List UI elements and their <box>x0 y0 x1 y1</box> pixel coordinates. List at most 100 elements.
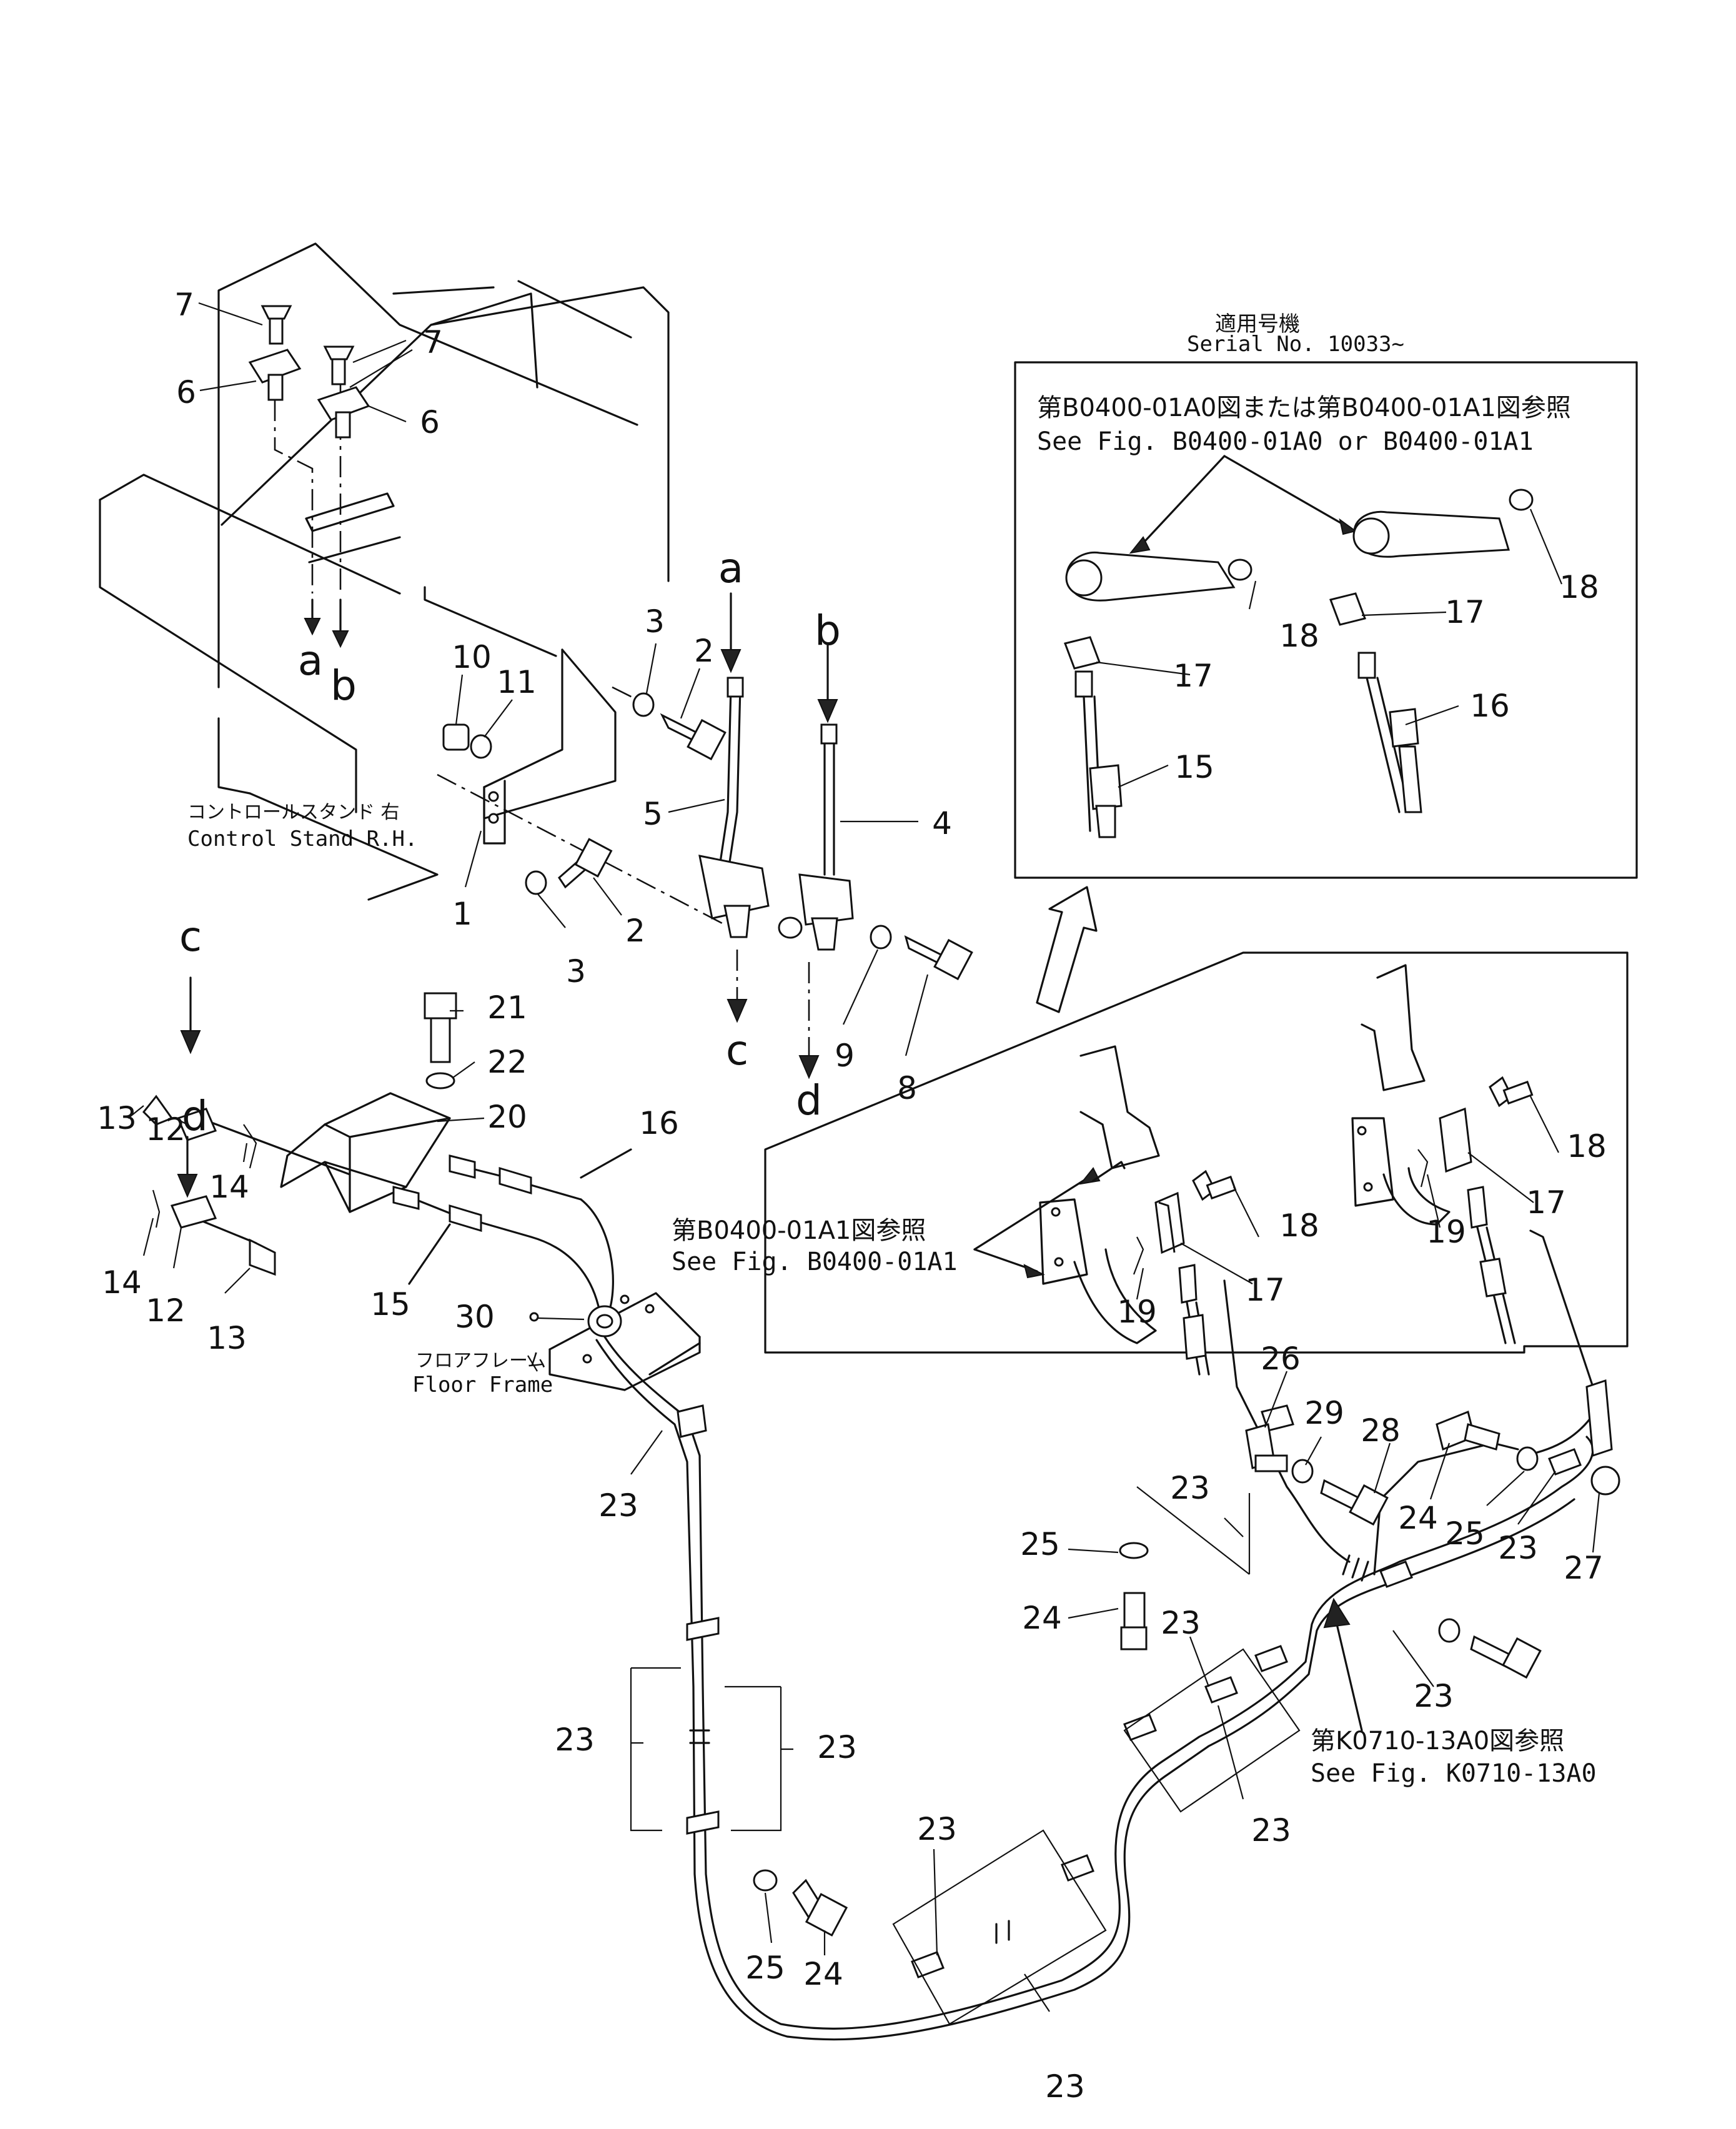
inset-cable-head-left <box>1064 551 1252 838</box>
callout-3: 3 <box>645 603 665 640</box>
ref-top-jp: 第B0400-01A0図または第B0400-01A1図参照 <box>1037 394 1571 422</box>
callout-28: 28 <box>1361 1412 1401 1449</box>
bolt-2-lower <box>558 838 613 889</box>
mid-cable-right <box>1467 1186 1516 1344</box>
letter-c-pedal: c <box>179 913 202 961</box>
callout-23: 23 <box>1414 1678 1454 1714</box>
letter-b-stand: b <box>330 662 357 710</box>
callout-15: 15 <box>1174 749 1214 785</box>
callout-23: 23 <box>1045 2068 1085 2105</box>
callout-29: 29 <box>1304 1395 1344 1431</box>
callout-8: 8 <box>897 1070 917 1106</box>
letter-a-stand: a <box>297 637 324 685</box>
callout-12: 12 <box>146 1111 186 1148</box>
bolt-lower-right <box>1438 1618 1542 1679</box>
letter-d-pedal: d <box>182 1092 208 1140</box>
callout-19: 19 <box>1426 1214 1466 1250</box>
serial-label-jp: 適用号機 <box>1215 312 1300 337</box>
mid-bolt-18-right <box>1489 1076 1534 1108</box>
callout-19: 19 <box>1117 1294 1157 1330</box>
ref-mid-jp: 第B0400-01A1図参照 <box>672 1216 926 1245</box>
callout-23: 23 <box>555 1722 595 1758</box>
floor-frame-en: Floor Frame <box>412 1372 553 1397</box>
mid-cable-left <box>1178 1264 1210 1376</box>
mid-block-17-right <box>1439 1107 1472 1173</box>
callout-6: 6 <box>420 404 440 440</box>
control-stand-jp: コントロールスタンド 右 <box>187 801 400 823</box>
cable-16 <box>449 1148 632 1313</box>
screw-7-right <box>323 345 355 385</box>
callout-7: 7 <box>174 287 194 323</box>
callout-13: 13 <box>207 1320 247 1356</box>
callout-23: 23 <box>1498 1530 1538 1566</box>
callout-23: 23 <box>917 1811 957 1847</box>
callout-23: 23 <box>817 1729 857 1765</box>
lever-4 <box>798 723 854 951</box>
inset-cable-head-right <box>1329 489 1534 813</box>
cable-15 <box>392 1186 601 1313</box>
callout-21: 21 <box>487 990 527 1026</box>
callout-7: 7 <box>423 324 443 360</box>
mid-block-17-left <box>1154 1191 1185 1254</box>
letter-c-lever: c <box>725 1026 749 1074</box>
letter-a-lever: a <box>718 544 744 592</box>
callout-16: 16 <box>639 1105 679 1141</box>
callout-1: 1 <box>452 896 472 932</box>
inset-box-serial <box>1014 361 1638 879</box>
bolt-8 <box>904 935 973 981</box>
callout-24: 24 <box>803 1956 843 1992</box>
callout-18: 18 <box>1559 569 1599 605</box>
callout-23: 23 <box>1251 1812 1291 1849</box>
bolt-21 <box>424 992 457 1063</box>
mid-bolt-18-left <box>1192 1169 1237 1201</box>
callout-17: 17 <box>1526 1184 1566 1221</box>
callout-4: 4 <box>932 805 952 841</box>
callout-20: 20 <box>487 1099 527 1135</box>
control-stand-en: Control Stand R.H. <box>187 826 418 851</box>
callout-25: 25 <box>1020 1526 1060 1562</box>
cable-route <box>595 1229 1600 2041</box>
knob-6-right <box>317 386 370 439</box>
callout-14: 14 <box>102 1264 142 1301</box>
mid-bracket-right <box>1351 964 1451 1226</box>
callout-18: 18 <box>1279 618 1319 654</box>
serial-label-en: Serial No. 10033~ <box>1187 332 1404 357</box>
ref-mid-en: See Fig. B0400-01A1 <box>672 1248 958 1276</box>
callout-13: 13 <box>97 1100 137 1136</box>
callout-16: 16 <box>1470 688 1510 724</box>
callout-2: 2 <box>694 633 714 669</box>
callout-18: 18 <box>1567 1128 1607 1164</box>
callout-24: 24 <box>1398 1500 1438 1536</box>
clip-27 <box>1585 1379 1620 1496</box>
callout-6: 6 <box>176 374 196 410</box>
floor-frame <box>529 1292 701 1391</box>
big-up-arrow <box>1036 886 1098 1013</box>
callout-15: 15 <box>370 1286 410 1323</box>
inset-box-middle <box>764 951 1629 1354</box>
callout-17: 17 <box>1445 594 1485 630</box>
callout-9: 9 <box>835 1038 855 1074</box>
mid-bracket-left <box>1039 1045 1160 1344</box>
callout-30: 30 <box>455 1299 495 1335</box>
control-stand-housing <box>99 242 670 901</box>
knob-6-left <box>248 349 302 401</box>
callout-14: 14 <box>209 1169 249 1205</box>
callout-26: 26 <box>1261 1341 1301 1377</box>
callout-12: 12 <box>146 1293 186 1329</box>
callout-22: 22 <box>487 1044 527 1080</box>
callout-25: 25 <box>1445 1516 1485 1552</box>
callout-25: 25 <box>745 1950 785 1986</box>
callout-17: 17 <box>1173 658 1213 694</box>
bolt-2-upper <box>660 713 727 761</box>
bracket-1 <box>483 648 617 845</box>
callout-23: 23 <box>1170 1470 1210 1506</box>
callout-23: 23 <box>598 1487 638 1524</box>
letter-d-lever: d <box>796 1076 822 1124</box>
ref-bot-jp: 第K0710-13A0図参照 <box>1311 1727 1565 1755</box>
letter-b-lever: b <box>815 607 841 655</box>
callout-5: 5 <box>643 796 663 832</box>
bracket-20 <box>280 1092 451 1213</box>
bolt-24-right <box>1436 1410 1500 1451</box>
